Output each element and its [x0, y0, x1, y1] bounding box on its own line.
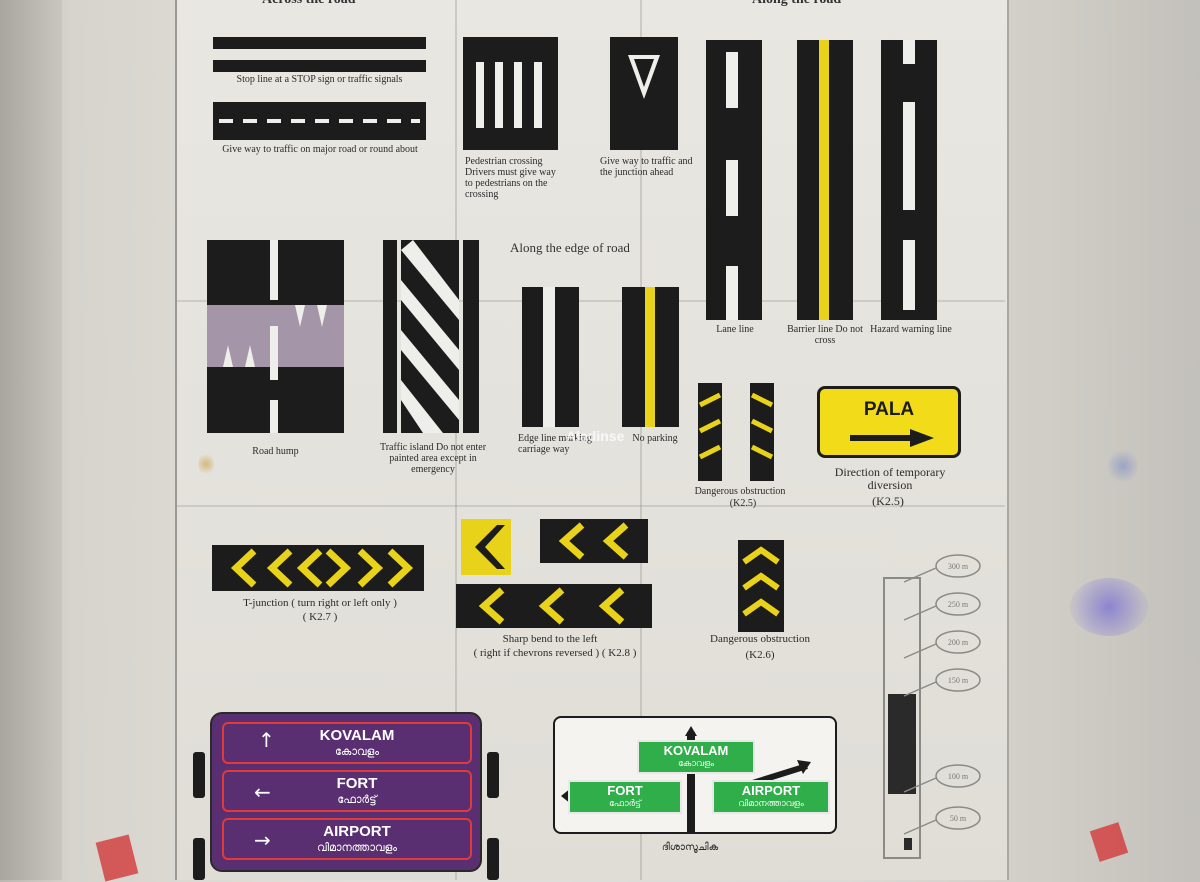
lane-dash — [726, 266, 738, 320]
wall-left — [0, 0, 62, 880]
lane-dash — [726, 160, 738, 216]
pole-bubble-text: 250 m — [947, 600, 969, 609]
pole-bubble-text: 150 m — [947, 676, 969, 685]
fingerpost-poles — [561, 726, 811, 832]
green-sign-local: കോവളം — [677, 758, 715, 768]
green-sign-name: FORT — [607, 783, 643, 798]
label-sharp-bend: Sharp bend to the left — [502, 633, 598, 645]
rust-stain — [198, 452, 214, 476]
pole-bubble-text: 50 m — [949, 814, 967, 823]
red-sticker — [95, 834, 139, 882]
purple-row-local: വിമാനത്താവളം — [316, 842, 398, 854]
right-arrow-icon: → — [254, 828, 271, 852]
stop-line-bar — [213, 37, 426, 49]
green-sign-local: വിമാനത്താവളം — [738, 798, 804, 808]
zebra-stripe — [495, 62, 503, 128]
green-sign-local: ഫോർട്ട് — [608, 798, 642, 808]
pole-bubble-text: 100 m — [947, 772, 969, 781]
t-junction-chevron-board — [212, 545, 424, 591]
label-k27: ( K2.7 ) — [302, 611, 338, 623]
green-sign-name: KOVALAM — [663, 743, 729, 758]
hazard-dash — [903, 40, 915, 64]
ink-stain — [1108, 448, 1138, 484]
road-hump-triangles — [223, 305, 327, 367]
label-traffic-island: Traffic island Do not enter painted area… — [379, 442, 487, 475]
label-dangerous-obstruction-2: Dangerous obstruction — [710, 633, 810, 645]
heading-along-road: Along the road — [752, 0, 841, 8]
purple-row-local: കോവളം — [334, 746, 380, 758]
distance-pole-diagram — [883, 554, 981, 859]
road-hump-centre-line — [270, 400, 278, 433]
purple-sign-mounts — [193, 752, 499, 880]
green-sign-name: AIRPORT — [741, 783, 801, 798]
label-k25a: (K2.5) — [729, 498, 757, 509]
fold-line — [455, 0, 457, 880]
label-hazard-warning: Hazard warning line — [870, 324, 952, 335]
fold-line — [177, 505, 1005, 507]
edge-line-gap — [543, 287, 555, 427]
zebra-stripe — [514, 62, 522, 128]
pala-diversion-sign: PALA — [817, 386, 961, 458]
label-dangerous-obstruction-1: Dangerous obstruction — [694, 486, 786, 497]
right-arrow-icon — [850, 429, 934, 447]
no-parking-yellow-line — [645, 287, 655, 427]
purple-sign-row — [222, 818, 472, 860]
green-sign-fort: FORT ഫോർട്ട് — [568, 780, 682, 814]
label-pedestrian: Pedestrian crossing Drivers must give wa… — [465, 156, 556, 200]
single-chevron-sign — [461, 519, 511, 575]
barrier-yellow-line — [819, 40, 829, 320]
heading-edge-road: Along the edge of road — [510, 240, 630, 255]
zebra-stripe — [476, 62, 484, 128]
label-stop-line: Stop line at a STOP sign or traffic sign… — [236, 74, 403, 85]
pole-bubble-text: 200 m — [947, 638, 969, 647]
give-way-triangle-icon — [628, 55, 660, 99]
label-k25b: (K2.5) — [872, 494, 904, 508]
label-diversion: Direction of temporary diversion — [834, 465, 946, 492]
purple-sign-row — [222, 722, 472, 764]
road-hump-centre-line — [270, 240, 278, 300]
purple-row-name: FORT — [336, 775, 378, 792]
ink-stain — [1070, 578, 1148, 636]
triple-chevron-board — [456, 584, 652, 628]
red-sticker — [1089, 822, 1129, 862]
label-sharp-bend-2: ( right if chevrons reversed ) ( K2.8 ) — [473, 647, 637, 659]
double-chevron-board — [540, 519, 648, 563]
lane-dash — [726, 52, 738, 108]
fold-line — [177, 300, 1005, 302]
label-edge-line: Edge line marking carriage way — [518, 433, 592, 455]
purple-row-name: AIRPORT — [323, 823, 391, 840]
label-barrier-line: Barrier line Do not cross — [787, 324, 863, 346]
dangerous-obstruction-posts — [698, 383, 774, 481]
purple-direction-sign: KOVALAM കോവളം FORT ഫോർട്ട് AIRPORT വിമാന… — [210, 712, 482, 872]
label-no-parking: No parking — [632, 433, 678, 444]
road-hump-centre-line — [270, 326, 278, 380]
purple-sign-row — [222, 770, 472, 812]
fold-line — [640, 0, 642, 880]
pala-sign-text: PALA — [863, 399, 915, 420]
zebra-stripe — [534, 62, 542, 128]
left-arrow-icon: ← — [254, 780, 271, 804]
label-lane-line: Lane line — [716, 324, 754, 335]
purple-row-name: KOVALAM — [319, 727, 395, 744]
give-way-dashes — [219, 119, 420, 123]
label-road-hump: Road hump — [252, 446, 299, 457]
green-sign-airport: AIRPORT വിമാനത്താവളം — [712, 780, 830, 814]
stop-line-bar — [213, 60, 426, 72]
label-bottom-caption: ദിശാസൂചിക — [661, 842, 719, 853]
up-arrow-icon: ↑ — [258, 728, 275, 752]
dangerous-obstruction-post — [738, 540, 784, 632]
traffic-island-marking — [383, 240, 479, 433]
label-t-junction: T-junction ( turn right or left only ) — [243, 597, 397, 609]
green-sign-kovalam: KOVALAM കോവളം — [637, 740, 755, 774]
label-give-way-major: Give way to traffic on major road or rou… — [222, 144, 418, 155]
pole-bubble-text: 300 m — [947, 562, 969, 571]
hazard-dash — [903, 240, 915, 310]
purple-row-local: ഫോർട്ട് — [337, 794, 377, 806]
watermark-text: Aladinse — [566, 428, 625, 444]
heading-across-road: Across the road — [262, 0, 356, 8]
hazard-dash — [903, 102, 915, 210]
label-give-way-junction: Give way to traffic and the junction ahe… — [600, 156, 693, 178]
label-k26: (K2.6) — [745, 649, 775, 661]
